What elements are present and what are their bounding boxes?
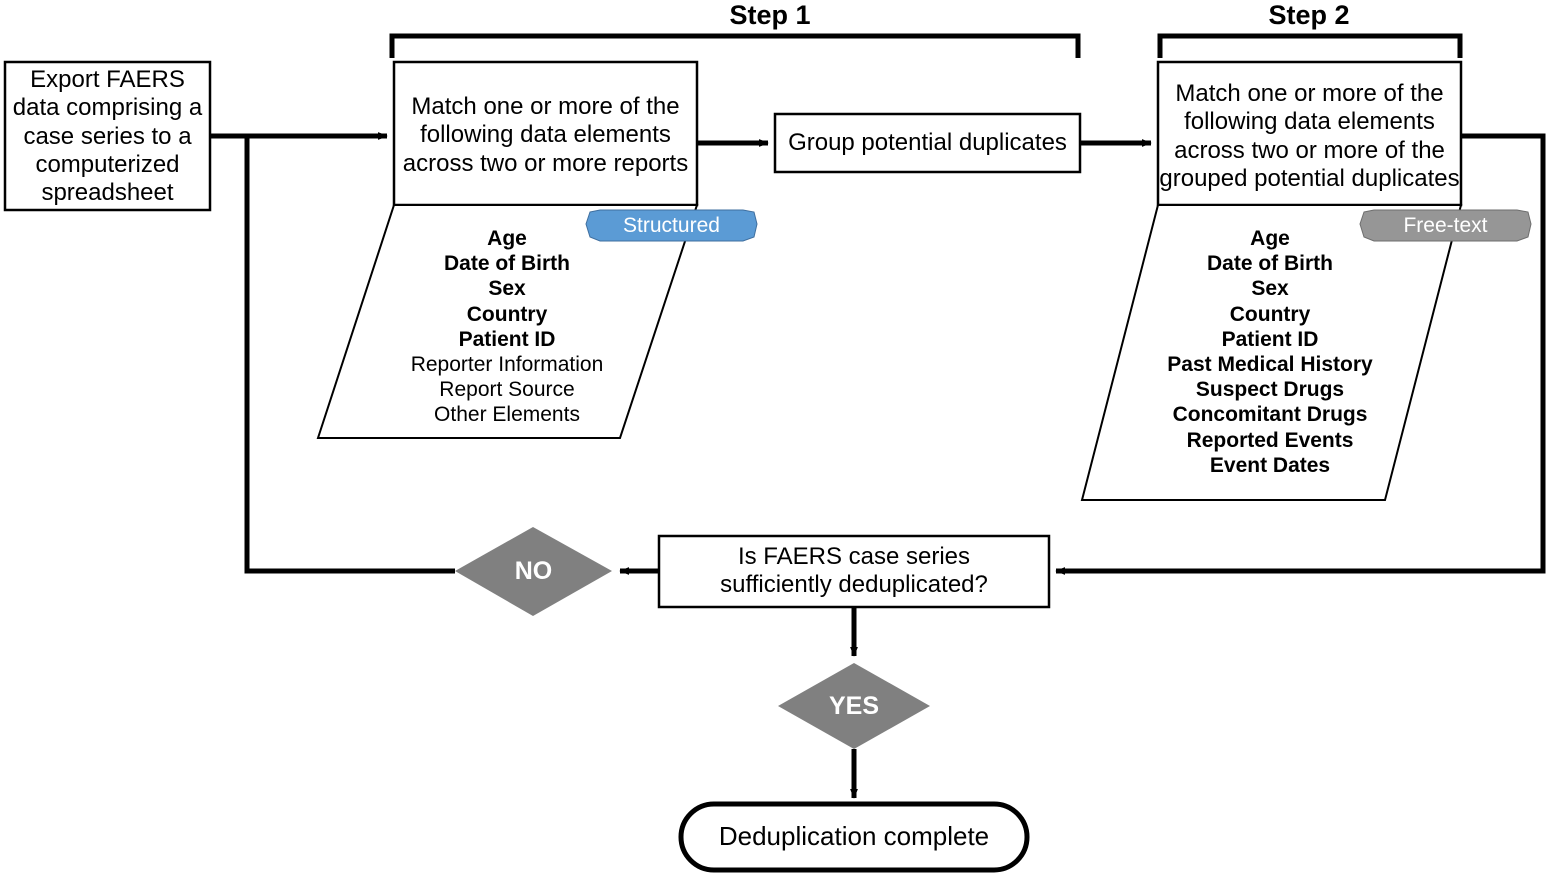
connector-no-feedback-loop xyxy=(244,136,455,574)
data-element-item: Date of Birth xyxy=(1207,252,1333,276)
decision-question-box xyxy=(657,534,1051,609)
structured-badge-shape xyxy=(585,209,758,242)
step2-bracket xyxy=(1157,33,1463,58)
export-box xyxy=(3,60,212,212)
data-element-item: Concomitant Drugs xyxy=(1172,403,1368,427)
data-element-item: Event Dates xyxy=(1209,453,1331,477)
data-element-item: Sex xyxy=(488,277,526,301)
step1-bracket xyxy=(389,33,1081,58)
data-element-item: Past Medical History xyxy=(1167,352,1373,376)
step1-elements-parallelogram xyxy=(316,204,699,439)
data-element-item: Suspect Drugs xyxy=(1195,378,1345,402)
data-element-item: Country xyxy=(466,302,548,326)
connector-step2-to-decision xyxy=(1055,133,1546,575)
data-element-item: Age xyxy=(1250,227,1290,250)
data-element-item: Date of Birth xyxy=(444,252,570,276)
step2-elements-parallelogram xyxy=(1080,204,1463,501)
data-element-item: Country xyxy=(1229,302,1311,326)
data-element-item: Patient ID xyxy=(458,327,556,351)
step1-label: Step 1 xyxy=(729,0,811,30)
step2-label: Step 2 xyxy=(1268,0,1350,30)
match-step2-box xyxy=(1156,60,1463,207)
data-element-item: Reporter Information xyxy=(410,352,604,376)
free-text-badge-shape xyxy=(1359,209,1532,242)
yes-diamond xyxy=(778,663,930,749)
data-element-item: Sex xyxy=(1251,277,1289,301)
data-element-item: Reported Events xyxy=(1186,428,1354,452)
no-diamond xyxy=(455,527,612,616)
data-element-item: Other Elements xyxy=(434,403,580,427)
data-element-item: Age xyxy=(487,227,527,250)
data-element-item: Report Source xyxy=(439,378,575,402)
data-element-item: Patient ID xyxy=(1221,327,1319,351)
group-duplicates-box xyxy=(773,112,1082,174)
match-step1-box xyxy=(392,60,699,207)
terminal-stadium xyxy=(678,801,1030,873)
